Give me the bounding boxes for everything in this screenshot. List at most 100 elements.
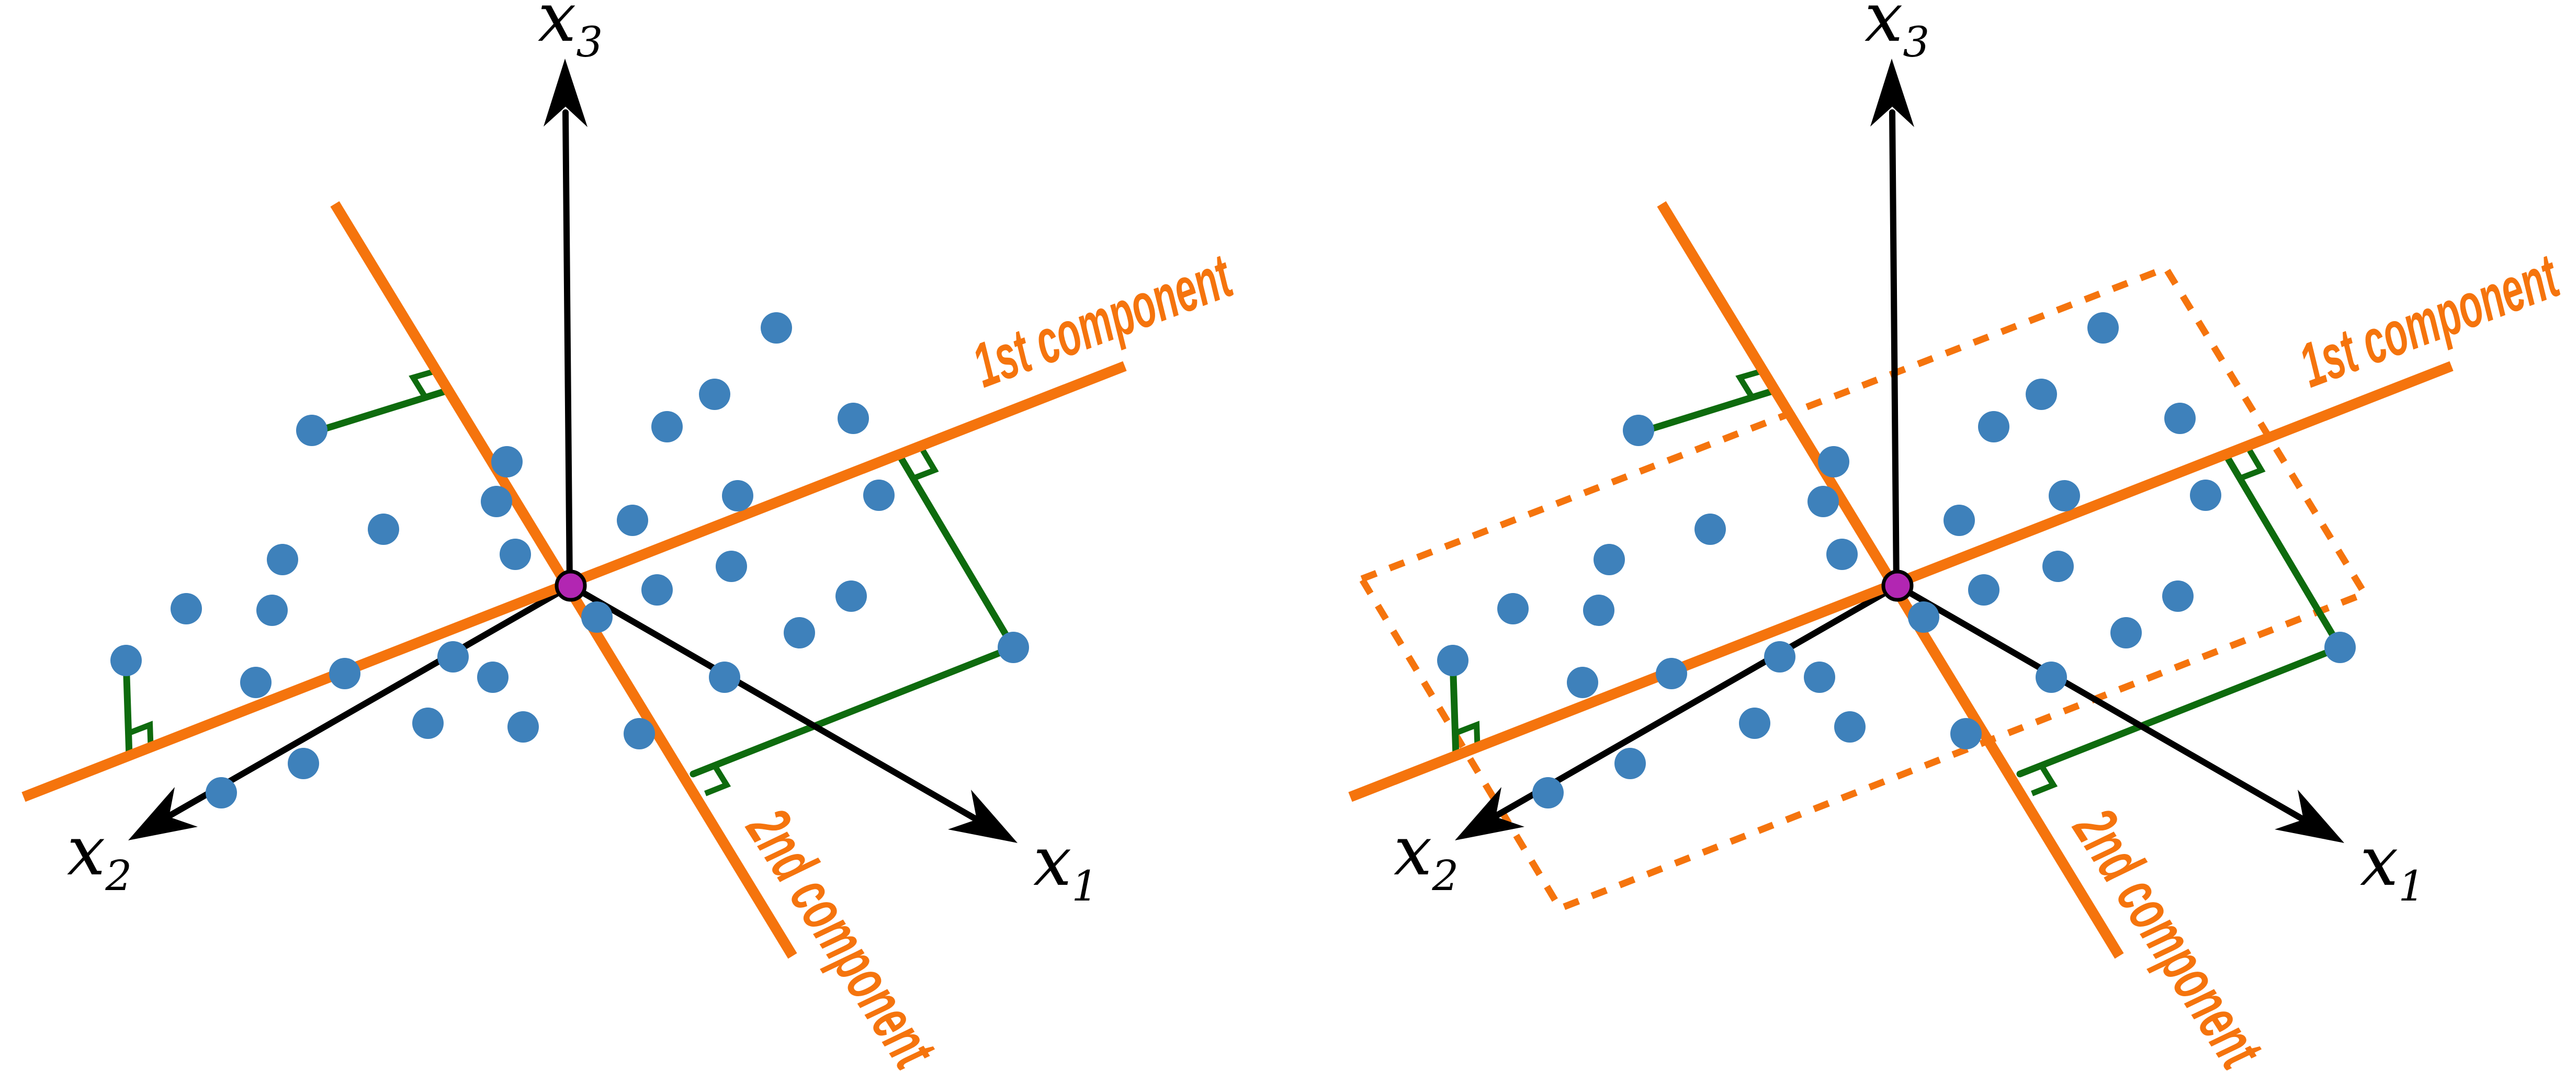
data-point — [240, 667, 272, 698]
data-point — [998, 632, 1029, 663]
axis-x3-label: x3 — [538, 0, 603, 66]
projection-line-1 — [1637, 387, 1778, 436]
axis-x2-line — [162, 583, 574, 822]
right-angle-mark-4 — [704, 764, 731, 796]
axis-x1-line — [568, 583, 982, 824]
data-point — [863, 480, 895, 511]
data-point — [206, 777, 237, 808]
data-point — [2162, 580, 2194, 612]
data-point — [2087, 312, 2119, 344]
right-angle-mark-1 — [409, 368, 436, 399]
data-point — [722, 480, 753, 511]
projection-line-3 — [898, 455, 1017, 651]
data-point — [581, 601, 613, 633]
data-point — [1834, 711, 1866, 743]
data-point — [267, 544, 298, 575]
data-point — [1950, 718, 1982, 749]
right-angle-mark-4 — [2031, 764, 2058, 796]
data-point — [1497, 593, 1529, 624]
axis-x1-line — [1894, 583, 2309, 824]
data-point — [2164, 403, 2196, 434]
data-point — [256, 595, 288, 626]
axis-x1-label: x1 — [1033, 822, 1098, 910]
axis-x3-line — [1889, 109, 1900, 590]
data-point — [412, 708, 444, 739]
right-angle-mark-3 — [2239, 449, 2266, 481]
data-point — [1804, 662, 1835, 693]
right-angle-mark-2 — [1454, 721, 1481, 748]
data-point — [641, 574, 673, 606]
origin-mean-point — [555, 569, 587, 602]
projection-line-1 — [311, 387, 451, 436]
data-point — [1656, 658, 1687, 689]
data-point — [2190, 480, 2221, 511]
data-point — [288, 748, 319, 779]
data-point — [1694, 514, 1726, 545]
data-point — [1807, 486, 1839, 517]
data-point — [617, 505, 648, 536]
data-point — [1532, 777, 1564, 808]
data-point — [1764, 641, 1795, 673]
data-point — [2049, 480, 2080, 511]
axis-x2-arrowhead-icon — [128, 787, 198, 840]
data-point — [1567, 667, 1598, 698]
projection-line-2 — [1449, 657, 1460, 760]
axis-x3-arrowhead-icon — [1870, 59, 1914, 127]
data-point — [1944, 505, 1975, 536]
data-point — [296, 415, 327, 446]
axis-x1-label: x1 — [2360, 822, 2425, 910]
data-point — [368, 514, 399, 545]
projection-line-4 — [2016, 644, 2344, 778]
data-point — [2036, 662, 2067, 693]
data-point — [784, 617, 815, 648]
data-point — [1908, 601, 1939, 633]
axis-x2-line — [1488, 583, 1901, 822]
data-point — [491, 446, 523, 477]
second-component-label: 2nd component — [2060, 796, 2276, 1071]
data-point — [507, 711, 539, 743]
data-point — [481, 486, 512, 517]
data-point — [1623, 415, 1654, 446]
right-angle-mark-3 — [912, 449, 939, 481]
data-point — [624, 718, 655, 749]
data-point — [838, 403, 869, 434]
data-point — [500, 539, 531, 570]
axis-x3-arrowhead-icon — [544, 59, 587, 127]
axis-x3-label: x3 — [1865, 0, 1929, 66]
right-angle-mark-2 — [127, 721, 154, 748]
data-point — [2026, 379, 2057, 410]
axis-x2-label: x2 — [1394, 811, 1459, 900]
axis-x1-arrowhead-icon — [948, 790, 1018, 843]
data-point — [716, 551, 747, 582]
data-point — [1583, 595, 1614, 626]
component-plane-outline — [1357, 264, 2370, 913]
axis-x3-line — [562, 109, 573, 590]
projection-line-3 — [2224, 455, 2344, 651]
right-angle-mark-1 — [1735, 368, 1763, 399]
data-point — [1978, 411, 2009, 442]
axis-x2-label: x2 — [67, 811, 132, 900]
data-point — [1826, 539, 1858, 570]
data-point — [709, 662, 740, 693]
data-point — [2042, 551, 2074, 582]
origin-mean-point — [1881, 569, 1914, 602]
axis-x2-arrowhead-icon — [1455, 787, 1524, 840]
data-point — [699, 379, 730, 410]
data-point — [477, 662, 509, 693]
data-point — [329, 658, 360, 689]
data-point — [437, 641, 469, 673]
data-point — [1968, 574, 1999, 606]
data-point — [2324, 632, 2356, 663]
axis-x1-arrowhead-icon — [2275, 790, 2344, 843]
data-point — [110, 645, 142, 676]
data-point — [835, 580, 867, 612]
data-point — [171, 593, 202, 624]
data-point — [1594, 544, 1625, 575]
data-point — [761, 312, 792, 344]
data-point — [1437, 645, 1468, 676]
projection-line-4 — [690, 644, 1017, 778]
